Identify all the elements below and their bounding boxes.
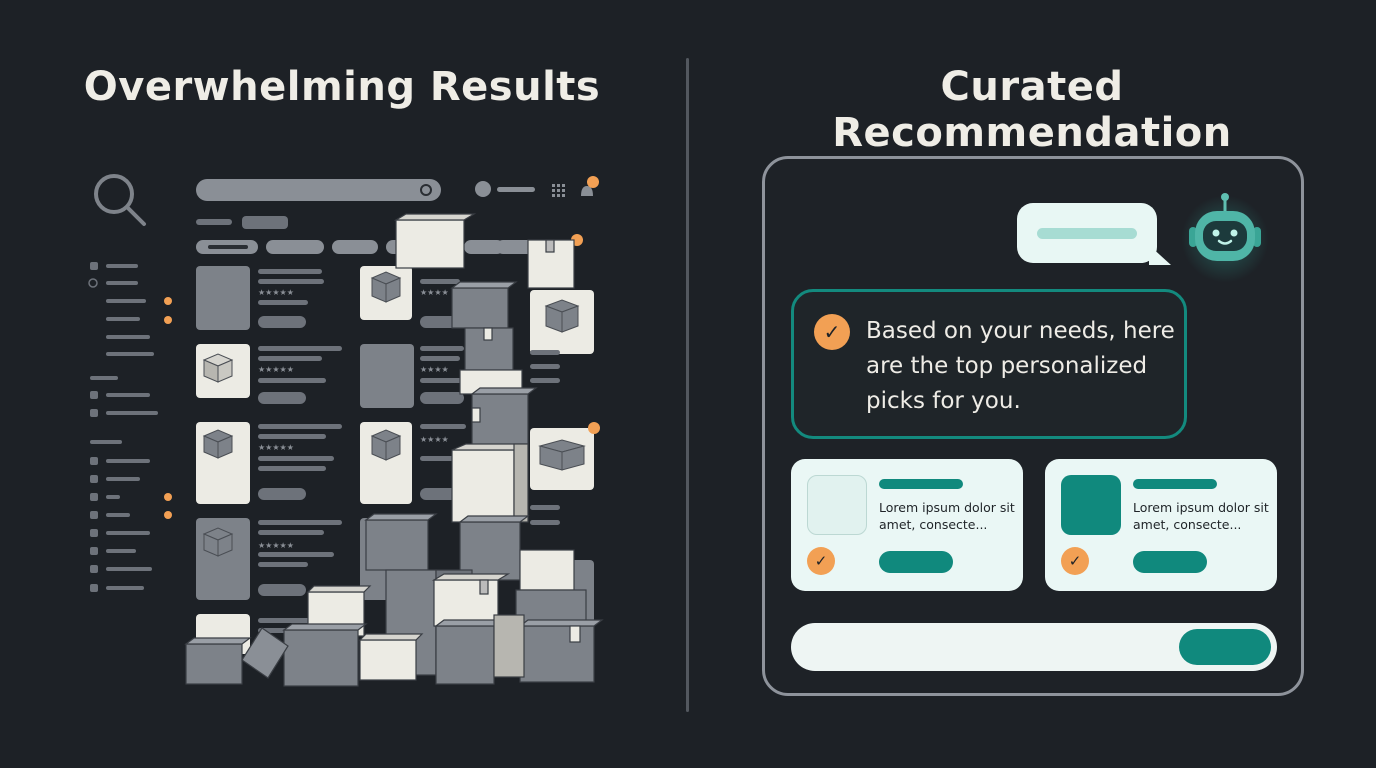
assistant-message-card: ✓ Based on your needs, here are the top … bbox=[791, 289, 1187, 439]
svg-text:★★★★: ★★★★ bbox=[420, 288, 449, 297]
cluttered-results-illustration: ★★★★★ ★★★★★ ★★★★★ ★★★★★ ★★★★ ★★★★ ★★★★ bbox=[80, 160, 620, 700]
curated-chat-panel: ✓ Based on your needs, here are the top … bbox=[762, 156, 1304, 696]
user-message-placeholder bbox=[1037, 228, 1137, 239]
send-button[interactable] bbox=[1179, 629, 1271, 665]
product-thumbnail bbox=[1061, 475, 1121, 535]
product-thumbnail bbox=[807, 475, 867, 535]
check-icon: ✓ bbox=[807, 547, 835, 575]
svg-text:★★★★: ★★★★ bbox=[420, 435, 449, 444]
center-divider bbox=[686, 58, 689, 712]
filter-chips bbox=[196, 240, 536, 254]
robot-avatar-icon bbox=[1175, 185, 1275, 285]
rating-stars: ★★★★★ ★★★★★ ★★★★★ ★★★★★ ★★★★ ★★★★ ★★★★ bbox=[258, 288, 449, 550]
sidebar-dots bbox=[164, 297, 172, 519]
svg-text:★★★★★: ★★★★★ bbox=[258, 365, 294, 374]
chat-input[interactable] bbox=[791, 623, 1277, 671]
robot-svg bbox=[1189, 193, 1261, 261]
bubble-tail bbox=[1149, 245, 1171, 265]
cluttered-results-svg: ★★★★★ ★★★★★ ★★★★★ ★★★★★ ★★★★ ★★★★ ★★★★ bbox=[88, 174, 604, 687]
assistant-message-text: Based on your needs, here are the top pe… bbox=[866, 318, 1175, 414]
product-title-placeholder bbox=[1133, 479, 1217, 489]
check-icon: ✓ bbox=[1061, 547, 1089, 575]
svg-text:★★★★★: ★★★★★ bbox=[258, 288, 294, 297]
user-message-bubble bbox=[1017, 203, 1171, 265]
svg-text:★★★★: ★★★★ bbox=[420, 365, 449, 374]
box-pile bbox=[184, 213, 604, 687]
magnifier-icon bbox=[94, 174, 146, 226]
box-icon bbox=[202, 271, 586, 557]
svg-text:★★★★★: ★★★★★ bbox=[258, 443, 294, 452]
search-bar bbox=[196, 179, 441, 201]
product-description: Lorem ipsum dolor sit amet, consecte... bbox=[1133, 500, 1269, 532]
product-card[interactable]: Lorem ipsum dolor sit amet, consecte... … bbox=[1045, 459, 1277, 591]
avatar-dot bbox=[475, 181, 491, 197]
notification-dot bbox=[587, 176, 599, 188]
product-action-button[interactable] bbox=[1133, 551, 1207, 573]
product-action-button[interactable] bbox=[879, 551, 953, 573]
check-icon: ✓ bbox=[814, 314, 850, 350]
overwhelming-results-title: Overwhelming Results bbox=[83, 64, 601, 110]
product-title-placeholder bbox=[879, 479, 963, 489]
curated-recommendation-title: Curated Recommendation bbox=[832, 64, 1232, 156]
product-card[interactable]: Lorem ipsum dolor sit amet, consecte... … bbox=[791, 459, 1023, 591]
product-description: Lorem ipsum dolor sit amet, consecte... bbox=[879, 500, 1015, 532]
bell-icon bbox=[581, 186, 593, 196]
results-column-1 bbox=[196, 266, 342, 654]
grid-icon bbox=[552, 184, 565, 197]
svg-text:★★★★★: ★★★★★ bbox=[258, 541, 294, 550]
sidebar bbox=[88, 262, 158, 592]
